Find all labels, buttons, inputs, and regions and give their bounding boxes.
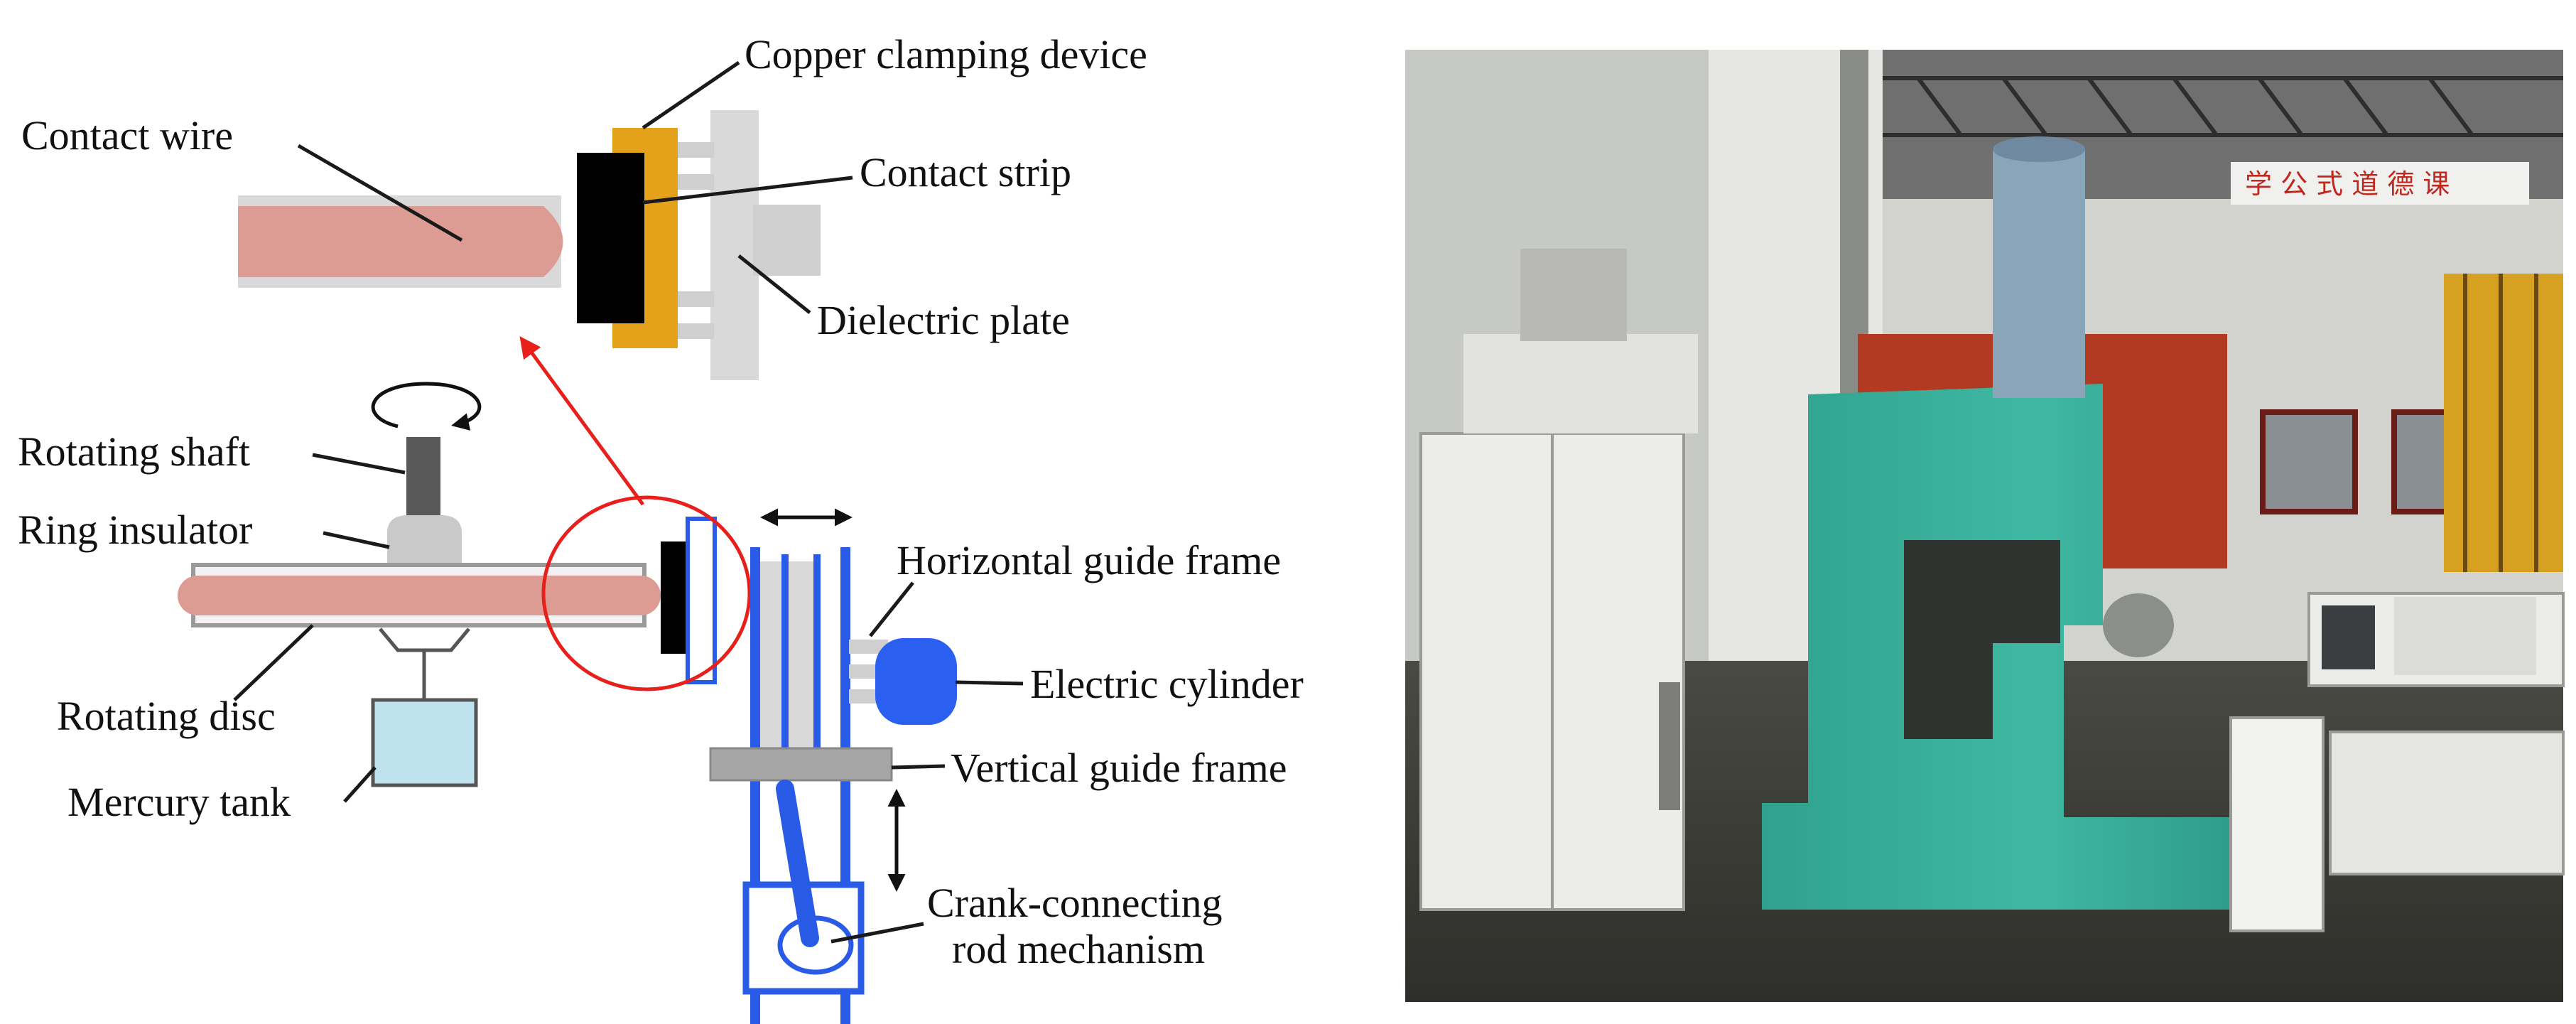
rotating-shaft [406,437,440,517]
photo-truss [1876,76,2563,137]
label-electric-cylinder: Electric cylinder [1030,661,1304,707]
vertical-guide-frame [709,747,893,782]
photo-pedestal [2229,716,2325,932]
setup-clamp-frame [686,517,717,684]
label-rotating-disc: Rotating disc [57,693,276,739]
photo-cylinder-top [1993,136,2085,162]
detail-view [238,110,821,380]
leader-mercury-tank [343,766,377,803]
label-contact-wire: Contact wire [21,112,233,158]
contact-wire-tip [543,206,563,277]
photo-green-press [1762,384,2316,910]
highlight-circle [541,495,752,691]
dielectric-plate [710,110,759,380]
contact-wire-rail [178,576,661,615]
photo-cylinder [1993,149,2085,398]
leader-crank [830,922,924,944]
label-vertical-guide-frame: Vertical guide frame [951,745,1287,791]
dielectric-pin [675,174,714,190]
label-contact-strip: Contact strip [860,149,1071,195]
photo-press-opening [1904,540,2060,739]
dielectric-pin [675,323,714,339]
photo-yellow-rack [2444,274,2563,572]
dielectric-pin [675,291,714,307]
contact-wire-core [238,206,543,277]
leader-rotating-shaft [312,453,406,475]
label-horizontal-guide-frame: Horizontal guide frame [897,537,1281,583]
leader-copper-clamping [642,60,740,130]
photo-banner-text: 学 公 式 道 德 课 [2245,168,2450,200]
dielectric-block [753,205,821,276]
photo-cabinet-grille [1659,682,1680,810]
leader-contact-wire [297,144,463,242]
label-ring-insulator: Ring insulator [18,507,252,553]
photo-cabinet-vent [1520,249,1627,341]
leader-horizontal-guide [869,581,914,637]
zoom-pointer-arrow [519,336,645,506]
test-rig-photo: 学 公 式 道 德 课 [1405,50,2565,1002]
label-rotating-shaft: Rotating shaft [18,429,250,475]
label-mercury-tank: Mercury tank [67,779,291,825]
leader-dielectric-plate [737,254,811,314]
leader-contact-strip [642,176,853,205]
photo-banner [2231,162,2529,205]
dielectric-pin [675,142,714,158]
label-dielectric-plate: Dielectric plate [817,297,1070,343]
electric-cylinder [875,638,957,725]
label-crank-line2: rod mechanism [952,926,1205,972]
photo-motor [2103,593,2174,657]
photo-console-screen [2322,605,2375,669]
photo-console-desk [2329,731,2565,875]
leader-electric-cylinder [955,680,1024,686]
leader-rotating-disc [233,624,314,701]
photo-console-panel [2394,597,2536,675]
guide-pin [849,640,888,654]
label-copper-clamping-device: Copper clamping device [745,31,1147,77]
connecting-rod [776,780,819,947]
label-crank-line1: Crank-connecting [927,880,1223,926]
crank-wheel [777,915,854,975]
rotation-arrow-icon [371,382,482,431]
photo-yellow-rack-lines [2463,274,2538,572]
leader-ring-insulator [323,531,390,549]
photo-window [2260,409,2358,514]
ring-insulator [387,515,462,563]
mercury-tank [371,698,478,787]
setup-contact-strip [661,541,688,654]
mercury-hanger [379,627,470,652]
setup-view [178,382,957,1024]
contact-strip [577,153,644,323]
photo-cabinet-top [1463,334,1698,433]
leader-vertical-guide [891,764,946,770]
